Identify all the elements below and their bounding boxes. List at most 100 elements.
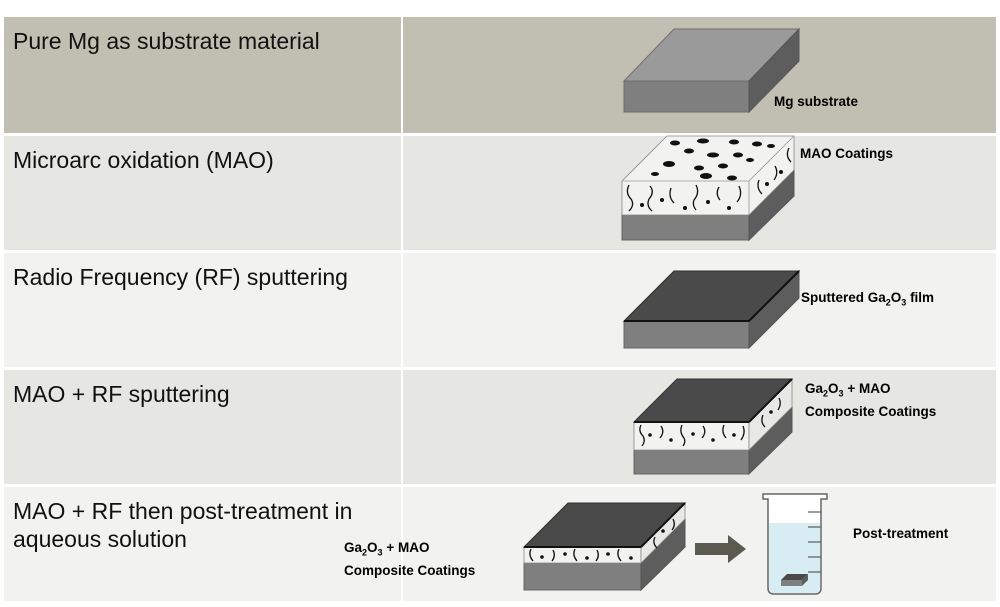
illustration-cell: Ga2O3 + MAO Composite Coatings Post-trea…: [344, 487, 996, 601]
label-text: Ga: [344, 540, 363, 555]
label-text: Ga: [805, 381, 824, 396]
subscript: 2: [885, 297, 891, 308]
pore: [732, 433, 736, 437]
pore: [670, 140, 680, 146]
post-treatment-label: Post-treatment: [853, 526, 949, 541]
substrate-front-face: [623, 320, 750, 349]
pore: [707, 152, 719, 158]
crack: [680, 424, 686, 447]
substrate-front-face: [621, 214, 750, 241]
crack: [722, 424, 727, 439]
label-text: Composite Coatings: [344, 562, 476, 578]
beaker-graduations: [808, 511, 821, 573]
substrate-front-face: [623, 80, 750, 113]
coating-cracks: [529, 518, 675, 562]
pore: [648, 433, 652, 437]
subscript: 3: [838, 388, 844, 399]
substrate-front-face: [633, 449, 750, 475]
label-text: O: [890, 290, 902, 305]
composite-coating-illustration: [632, 378, 794, 476]
crack: [647, 185, 653, 212]
crack: [786, 147, 792, 163]
pore: [727, 175, 737, 181]
crack: [595, 549, 599, 562]
step-cell: Radio Frequency (RF) sputtering: [4, 253, 403, 367]
film-edge: [748, 378, 793, 423]
crack: [736, 185, 742, 203]
pore: [691, 432, 695, 436]
mao-coatings-label: MAO Coatings: [800, 146, 893, 161]
pore: [711, 438, 715, 442]
pore: [700, 173, 712, 179]
illustration-cell: Ga2O3 + MAO Composite Coatings: [403, 370, 996, 484]
subscript: 2: [362, 547, 368, 558]
pore: [640, 203, 644, 207]
crack: [740, 425, 745, 441]
crack: [639, 424, 645, 447]
coating-cracks: [626, 147, 792, 212]
pore: [660, 198, 664, 202]
illustration-cell: Mg substrate: [403, 17, 996, 133]
subscript: 2: [823, 388, 829, 399]
pore: [563, 552, 567, 556]
substrate-front-face: [523, 562, 642, 591]
pore: [746, 158, 754, 162]
label-text: + MAO: [382, 540, 430, 555]
mao-coating-illustration: [621, 135, 795, 242]
row-rf-sputtering: Radio Frequency (RF) sputtering Sputtere…: [4, 253, 996, 367]
row-mao: Microarc oxidation (MAO): [4, 135, 996, 250]
step-text: MAO + RF then post-treatment in aqueous …: [13, 498, 353, 552]
pore: [769, 410, 773, 414]
composite-coatings-label: Ga2O3 + MAO Composite Coatings: [344, 539, 475, 580]
crack: [757, 179, 763, 195]
coating-pores: [648, 410, 773, 442]
composite-coatings-label: Ga2O3 + MAO Composite Coatings: [805, 380, 936, 421]
crack: [617, 548, 622, 562]
sputtered-film-illustration: [622, 269, 801, 350]
step-text: Pure Mg as substrate material: [13, 28, 320, 54]
coating-cracks: [639, 397, 781, 447]
pore: [669, 438, 673, 442]
post-treatment-illustration: [522, 493, 828, 595]
step-cell: MAO + RF sputtering: [4, 370, 403, 484]
label-text: Composite Coatings: [805, 403, 937, 419]
step-text: Microarc oxidation (MAO): [13, 147, 274, 173]
illustration-cell: Sputtered Ga2O3 film: [403, 253, 996, 367]
pore: [683, 206, 687, 210]
row-post-treatment: MAO + RF then post-treatment in aqueous …: [4, 487, 996, 601]
pore: [651, 172, 659, 176]
coating-front: [523, 546, 642, 564]
crack: [773, 165, 778, 181]
label-text: + MAO: [843, 381, 891, 396]
crack: [626, 184, 634, 212]
subscript: 3: [901, 297, 907, 308]
row-mao-rf: MAO + RF sputtering: [4, 370, 996, 484]
label-text: O: [828, 381, 839, 396]
pore: [706, 200, 710, 204]
pore: [727, 206, 731, 210]
film-edge: [640, 502, 686, 548]
pore: [779, 170, 783, 174]
step-text: MAO + RF sputtering: [13, 381, 230, 407]
crack: [761, 414, 766, 428]
pore: [661, 529, 665, 533]
pore: [718, 163, 728, 169]
label-text: O: [367, 540, 378, 555]
illustration-cell: MAO Coatings: [403, 135, 996, 250]
crack: [701, 425, 706, 439]
pore: [767, 144, 775, 148]
step-cell: Pure Mg as substrate material: [4, 17, 403, 133]
substrate-side-face: [748, 27, 800, 114]
crack: [716, 186, 721, 201]
crack: [653, 536, 658, 549]
label-text: Sputtered Ga: [801, 290, 886, 305]
sputtered-film-label: Sputtered Ga2O3 film: [801, 289, 934, 312]
film-edge: [748, 270, 800, 322]
pore: [663, 161, 675, 167]
pore: [694, 165, 704, 171]
crack: [573, 548, 578, 562]
label-text: film: [906, 290, 935, 305]
crack: [669, 187, 675, 204]
pore: [752, 141, 762, 147]
step-cell: MAO + RF then post-treatment in aqueous …: [4, 487, 403, 601]
